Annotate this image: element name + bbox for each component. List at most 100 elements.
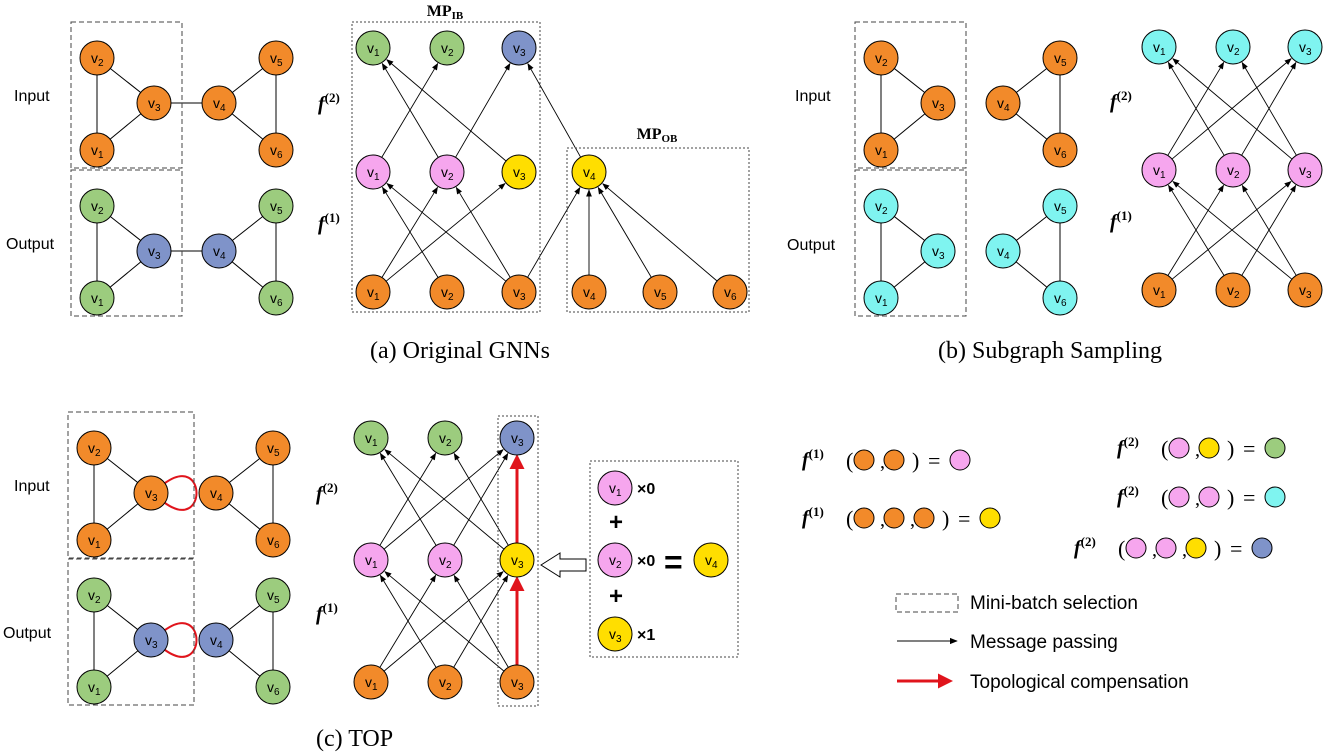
eq3-result [1264, 437, 1286, 459]
a-top-node-v3-label: v3 [513, 40, 526, 59]
eq1-f: f(1) [802, 446, 824, 471]
c-input-node-v5-label: v5 [267, 440, 280, 459]
a-output-node-v6-label: v6 [270, 290, 283, 309]
c-bot-node-v2-label-letter: v [439, 674, 446, 690]
panel-c-output-label: Output [3, 625, 52, 642]
c-mid-node-v1 [353, 542, 389, 578]
c-l1-arrow-4 [384, 571, 505, 672]
b-mid-node-v3-label-index: 3 [1306, 170, 1312, 181]
b-input-node-v5-label-index: 5 [1061, 58, 1067, 69]
comp-node-v1-label-letter: v [609, 480, 616, 496]
a-f2-label-sup: (2) [325, 90, 340, 105]
c-input-node-v4-label-index: 4 [217, 493, 223, 504]
c-mid-node-v1-label-index: 1 [372, 560, 378, 571]
c-output-node-v4-label: v4 [210, 632, 223, 651]
c-output-node-v1-label: v1 [88, 679, 101, 698]
comp-node-v4 [693, 542, 729, 578]
b-input-node-v6-label: v6 [1054, 142, 1067, 161]
a-output-node-v1-label-letter: v [91, 290, 98, 306]
mp-ob-box [566, 147, 750, 313]
c-f1-label-f: f [316, 603, 325, 625]
b-bot-node-v2 [1215, 272, 1251, 308]
panel-b-output-label: Output [787, 237, 836, 254]
eq1-f-f: f [802, 449, 811, 471]
b-mid-node-v1-label-index: 1 [1160, 170, 1166, 181]
c-top-node-v1-label: v1 [365, 430, 378, 449]
a-input-node-v6-label-letter: v [270, 142, 277, 158]
comp-plus-2: + [609, 583, 623, 610]
b-mid-node-v3 [1287, 152, 1323, 188]
a-bot-node-v6-label-index: 6 [731, 292, 737, 303]
comp-node-v2-label-letter: v [609, 552, 616, 568]
b-top-node-v2-label-index: 2 [1234, 47, 1240, 58]
c-bot-node-v3-label-letter: v [511, 674, 518, 690]
c-input-node-v1-label-letter: v [88, 532, 95, 548]
c-bot-node-v3 [499, 664, 535, 700]
b-output-node-v4 [985, 233, 1021, 269]
c-bot-node-v1 [353, 664, 389, 700]
eq5-comma-0: , [1152, 539, 1157, 561]
a-input-node-v4-label: v4 [213, 95, 226, 114]
a-output-node-v4-label-letter: v [213, 243, 220, 259]
b-l2-arrow-5 [1241, 61, 1297, 156]
b-input-node-v2-label-index: 2 [882, 58, 888, 69]
a-mid-node-v2-label-letter: v [441, 164, 448, 180]
comp-node-v2 [597, 542, 633, 578]
b-output-node-v2-label: v2 [875, 198, 888, 217]
c-top-node-v1 [353, 420, 389, 456]
b-input-node-v3 [920, 85, 956, 121]
eq3-open: ( [1161, 436, 1168, 461]
eq2-result [979, 507, 1001, 529]
a-input-node-v6-label-index: 6 [277, 150, 283, 161]
eq3-operand-0 [1168, 437, 1190, 459]
b-top-node-v2-label: v2 [1227, 39, 1240, 58]
c-output-node-v6-label-letter: v [267, 679, 274, 695]
c-output-node-v1-label-letter: v [88, 679, 95, 695]
b-input-node-v5 [1042, 40, 1078, 76]
b-output-node-v1-label-index: 1 [882, 298, 888, 309]
b-input-node-v2 [863, 40, 899, 76]
a-top-node-v1-label-index: 1 [374, 48, 380, 59]
eq2-operand-1 [883, 507, 905, 529]
b-top-node-v1-label: v1 [1153, 39, 1166, 58]
c-input-node-v3-label-letter: v [145, 485, 152, 501]
a-top-node-v2-label-index: 2 [448, 48, 454, 59]
a-input-node-v3 [136, 85, 172, 121]
legend-minibatch-swatch [895, 593, 959, 613]
caption-b: (b) Subgraph Sampling [938, 338, 1162, 364]
c-l2-arrow-1 [383, 449, 504, 550]
comp-node-v3-label: v3 [609, 626, 622, 645]
a-f1-label: f(1) [318, 210, 340, 235]
a-bot-node-v6-label-letter: v [724, 284, 731, 300]
mp-ib-box [351, 21, 541, 313]
c-bot-node-v2-label: v2 [439, 674, 452, 693]
panel-a-input-label: Input [14, 88, 50, 105]
a-input-node-v2 [79, 40, 115, 76]
a-mid-node-v3-label-index: 3 [520, 172, 526, 183]
eq2-f: f(1) [802, 504, 824, 529]
c-output-node-v3 [133, 622, 169, 658]
c-input-node-v6-label-index: 6 [274, 540, 280, 551]
c-input-node-v4 [198, 475, 234, 511]
a-output-node-v6-label-index: 6 [277, 298, 283, 309]
b-output-node-v6 [1042, 280, 1078, 316]
a-f1-label-f: f [318, 213, 327, 235]
comp-node-v1-label-index: 1 [616, 488, 622, 499]
b-top-node-v3-label-letter: v [1299, 39, 1306, 55]
c-top-node-v3-label-index: 3 [518, 438, 524, 449]
b-input-node-v1 [863, 132, 899, 168]
b-f2-label-sup: (2) [1117, 88, 1132, 103]
legend-topo-label: Topological compensation [970, 672, 1189, 693]
a-bot-node-v4-label-letter: v [583, 284, 590, 300]
b-f1-label-f: f [1110, 211, 1119, 233]
b-l2-arrow-1 [1171, 58, 1292, 160]
c-input-node-v2-label: v2 [88, 440, 101, 459]
comp-times0-a: ×0 [637, 481, 655, 498]
comp-node-v1-label: v1 [609, 480, 622, 499]
c-output-node-v2-label-index: 2 [95, 595, 101, 606]
a-input-node-v1-label: v1 [91, 142, 104, 161]
eq1-open: ( [846, 448, 853, 473]
b-output-node-v5-label-index: 5 [1061, 206, 1067, 217]
eq3-comma-0: , [1195, 439, 1200, 461]
c-input-node-v6-label: v6 [267, 532, 280, 551]
